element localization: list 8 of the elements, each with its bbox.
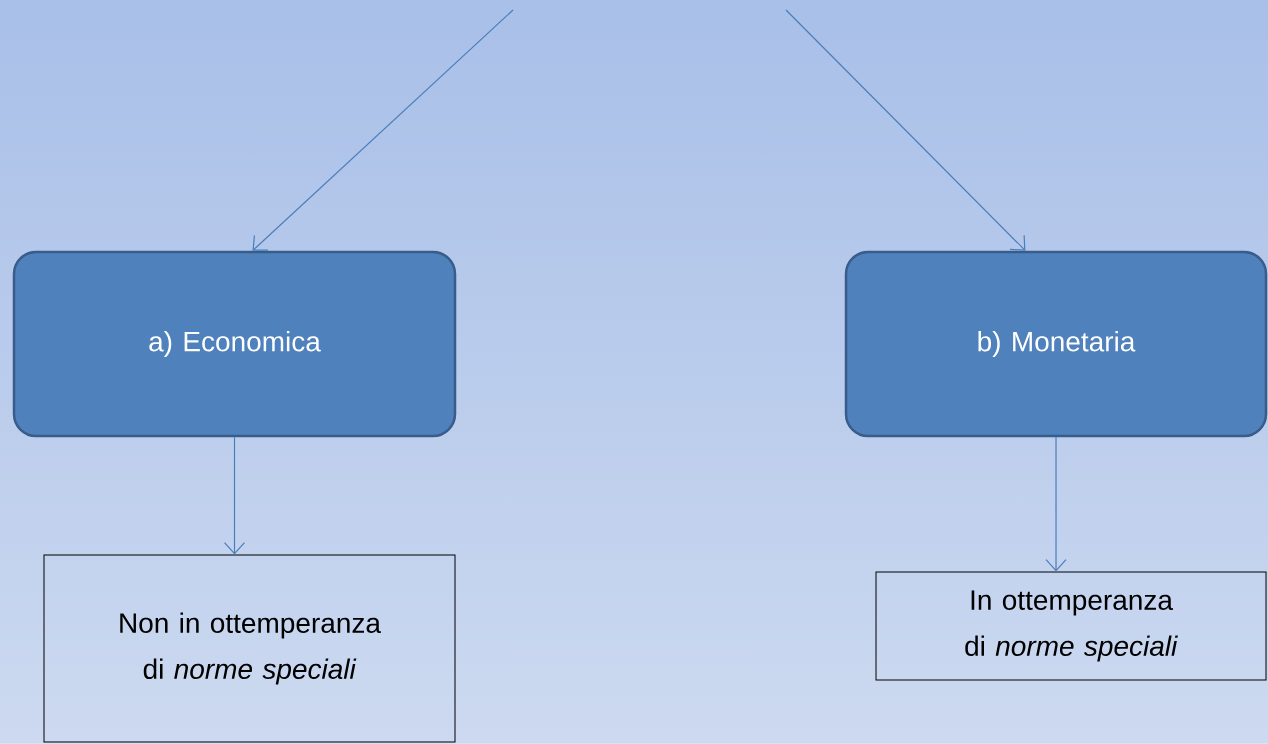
arrow — [785, 9, 1026, 251]
arrow — [252, 9, 514, 251]
rounded-box: a) Economica — [12, 250, 457, 438]
rounded-box: b) Monetaria — [844, 250, 1268, 438]
arrow — [1045, 436, 1067, 572]
text-box: Non in ottemperanza di norme speciali — [43, 554, 456, 743]
arrow — [223, 436, 246, 555]
text-box: In ottemperanza di norme speciali — [875, 571, 1267, 681]
